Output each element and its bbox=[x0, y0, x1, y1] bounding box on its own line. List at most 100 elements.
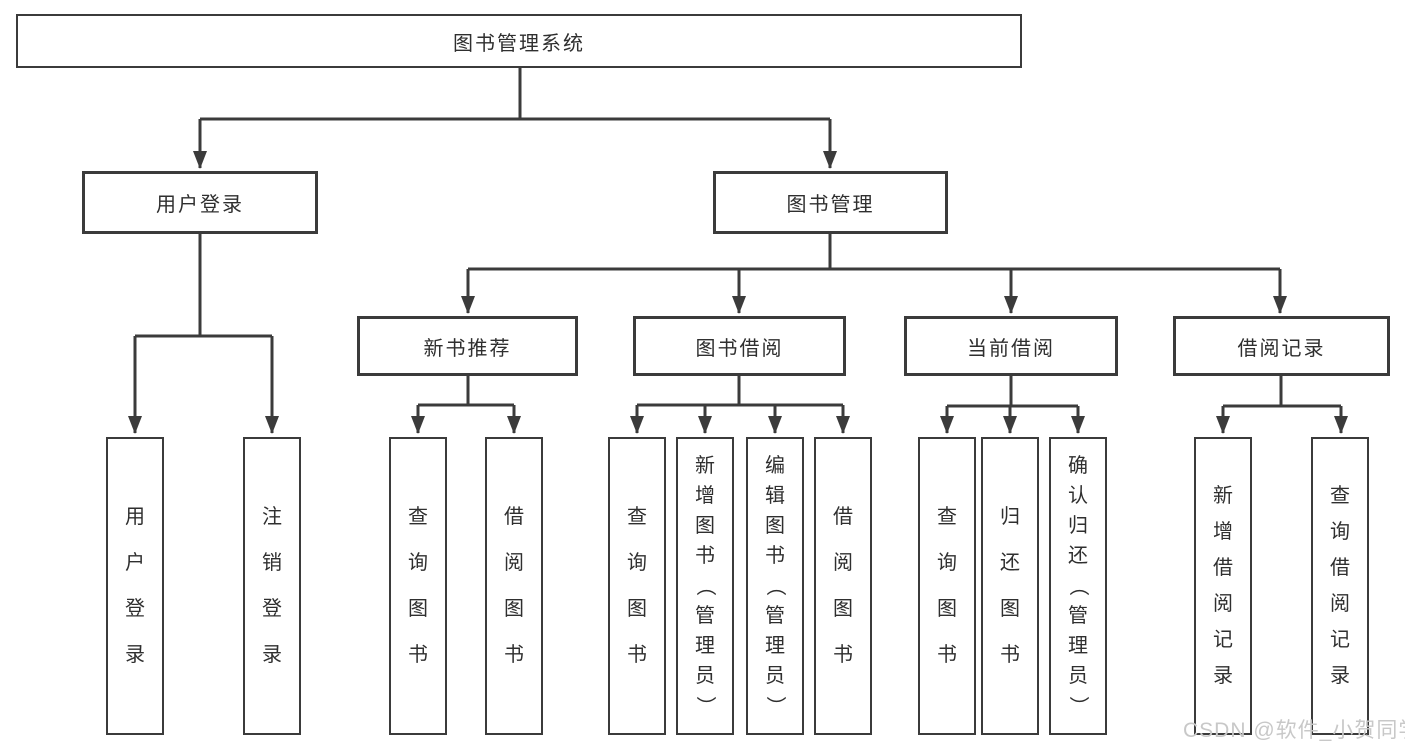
node-ul-logout-label: 注销登录 bbox=[245, 439, 299, 733]
node-bb-borrow-book-label: 借阅图书 bbox=[816, 439, 870, 733]
vertical-char: 新 bbox=[695, 455, 715, 477]
vertical-char: 阅 bbox=[1213, 593, 1233, 615]
vertical-char: 认 bbox=[1068, 485, 1088, 507]
vertical-char: 辑 bbox=[765, 485, 785, 507]
vertical-char: 理 bbox=[765, 635, 785, 657]
vertical-char: （ bbox=[694, 576, 716, 596]
node-bb-query-book: 查询图书 bbox=[608, 437, 666, 735]
node-book-management-label: 图书管理 bbox=[786, 194, 875, 216]
node-nb-borrow-book-label: 借阅图书 bbox=[487, 439, 541, 733]
vertical-char: 登 bbox=[262, 598, 282, 620]
vertical-char: 录 bbox=[262, 644, 282, 666]
vertical-char: 图 bbox=[937, 598, 957, 620]
vertical-char: ） bbox=[1067, 696, 1089, 716]
vertical-char: 图 bbox=[627, 598, 647, 620]
vertical-char: 员 bbox=[765, 665, 785, 687]
vertical-char: 书 bbox=[765, 545, 785, 567]
vertical-char: 管 bbox=[765, 605, 785, 627]
vertical-char: 确 bbox=[1068, 455, 1088, 477]
vertical-char: 阅 bbox=[833, 552, 853, 574]
vertical-char: 归 bbox=[1068, 515, 1088, 537]
vertical-char: 记 bbox=[1213, 629, 1233, 651]
vertical-char: 书 bbox=[408, 644, 428, 666]
vertical-char: 书 bbox=[695, 545, 715, 567]
vertical-char: 书 bbox=[833, 644, 853, 666]
vertical-char: 借 bbox=[833, 506, 853, 528]
node-bb-edit-book-admin-label: 编辑图书（管理员） bbox=[748, 439, 802, 733]
vertical-char: 录 bbox=[1213, 665, 1233, 687]
node-nb-borrow-book: 借阅图书 bbox=[485, 437, 543, 735]
node-book-borrow-label: 图书借阅 bbox=[695, 337, 784, 360]
vertical-char: 查 bbox=[627, 506, 647, 528]
vertical-char: 图 bbox=[765, 515, 785, 537]
vertical-char: 书 bbox=[627, 644, 647, 666]
vertical-char: 询 bbox=[937, 552, 957, 574]
node-book-management: 图书管理 bbox=[713, 171, 948, 234]
vertical-char: 查 bbox=[408, 506, 428, 528]
node-borrow-record: 借阅记录 bbox=[1173, 316, 1390, 376]
node-user-login: 用户登录 bbox=[82, 171, 318, 234]
vertical-char: 阅 bbox=[1330, 593, 1350, 615]
vertical-char: 登 bbox=[125, 598, 145, 620]
vertical-char: 录 bbox=[1330, 665, 1350, 687]
node-user-login-label: 用户登录 bbox=[156, 194, 244, 216]
node-nb-query-book: 查询图书 bbox=[389, 437, 447, 735]
vertical-char: （ bbox=[764, 576, 786, 596]
vertical-char: 新 bbox=[1213, 485, 1233, 507]
vertical-char: （ bbox=[1067, 576, 1089, 596]
vertical-char: 用 bbox=[125, 506, 145, 528]
vertical-char: ） bbox=[764, 696, 786, 716]
node-nb-query-book-label: 查询图书 bbox=[391, 439, 445, 733]
vertical-char: 查 bbox=[1330, 485, 1350, 507]
vertical-char: 书 bbox=[1000, 644, 1020, 666]
node-br-add-record-label: 新增借阅记录 bbox=[1196, 439, 1250, 733]
vertical-char: 还 bbox=[1068, 545, 1088, 567]
vertical-char: 图 bbox=[1000, 598, 1020, 620]
node-bb-query-book-label: 查询图书 bbox=[610, 439, 664, 733]
node-br-add-record: 新增借阅记录 bbox=[1194, 437, 1252, 735]
vertical-char: 注 bbox=[262, 506, 282, 528]
node-bb-add-book-admin-label: 新增图书（管理员） bbox=[678, 439, 732, 733]
node-book-borrow: 图书借阅 bbox=[633, 316, 846, 376]
vertical-char: 图 bbox=[695, 515, 715, 537]
node-bb-borrow-book: 借阅图书 bbox=[814, 437, 872, 735]
node-cb-confirm-return-admin-label: 确认归还 （ 管理员 ） bbox=[1051, 439, 1105, 733]
node-bb-add-book-admin: 新增图书（管理员） bbox=[676, 437, 734, 735]
node-new-book-recommend: 新书推荐 bbox=[357, 316, 578, 376]
node-ul-user-login: 用户登录 bbox=[106, 437, 164, 735]
node-cb-return-book-label: 归还图书 bbox=[983, 439, 1037, 733]
vertical-char: 书 bbox=[504, 644, 524, 666]
node-br-query-record: 查询借阅记录 bbox=[1311, 437, 1369, 735]
watermark: CSDN @软件_小贺同学 bbox=[1183, 719, 1405, 742]
node-cb-query-book-label: 查询图书 bbox=[920, 439, 974, 733]
node-new-book-recommend-label: 新书推荐 bbox=[423, 337, 512, 360]
vertical-char: 查 bbox=[937, 506, 957, 528]
vertical-char: 阅 bbox=[504, 552, 524, 574]
vertical-char: 员 bbox=[695, 665, 715, 687]
vertical-char: 增 bbox=[1213, 521, 1233, 543]
vertical-char: 图 bbox=[408, 598, 428, 620]
vertical-char: 询 bbox=[1330, 521, 1350, 543]
vertical-char: 借 bbox=[1330, 557, 1350, 579]
node-root: 图书管理系统 bbox=[16, 14, 1022, 68]
vertical-char: 图 bbox=[504, 598, 524, 620]
vertical-char: 增 bbox=[695, 485, 715, 507]
vertical-char: 图 bbox=[833, 598, 853, 620]
node-bb-edit-book-admin: 编辑图书（管理员） bbox=[746, 437, 804, 735]
vertical-char: 员 bbox=[1068, 665, 1088, 687]
vertical-char: 管 bbox=[695, 605, 715, 627]
node-root-label: 图书管理系统 bbox=[453, 32, 585, 55]
node-cb-return-book: 归还图书 bbox=[981, 437, 1039, 735]
vertical-char: 理 bbox=[1068, 635, 1088, 657]
vertical-char: 归 bbox=[1000, 506, 1020, 528]
vertical-char: 借 bbox=[504, 506, 524, 528]
node-cb-confirm-return-admin: 确认归还 （ 管理员 ） bbox=[1049, 437, 1107, 735]
vertical-char: 录 bbox=[125, 644, 145, 666]
node-cb-query-book: 查询图书 bbox=[918, 437, 976, 735]
vertical-char: 管 bbox=[1068, 605, 1088, 627]
vertical-char: 询 bbox=[408, 552, 428, 574]
vertical-char: 询 bbox=[627, 552, 647, 574]
vertical-char: 理 bbox=[695, 635, 715, 657]
node-br-query-record-label: 查询借阅记录 bbox=[1313, 439, 1367, 733]
